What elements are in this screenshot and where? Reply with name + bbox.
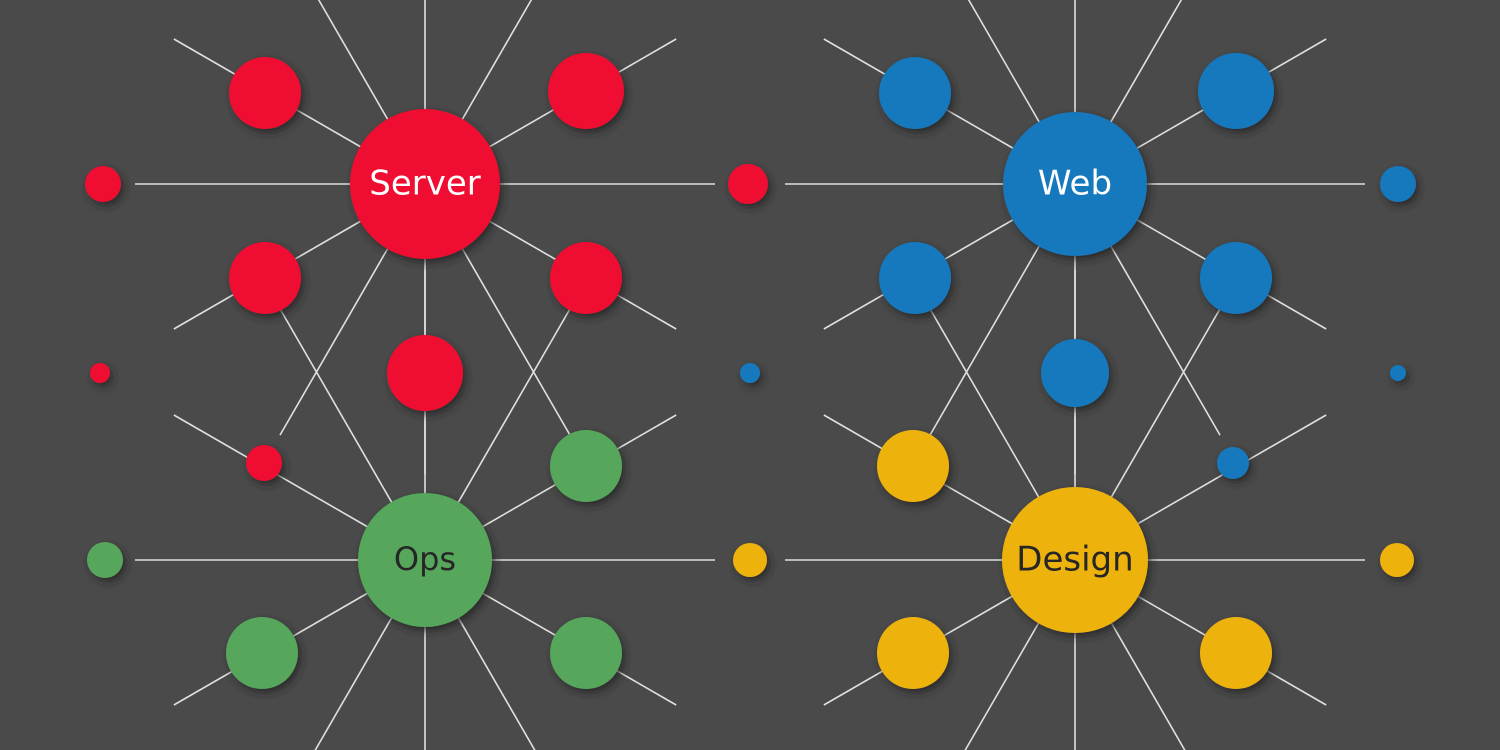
spoke-edge-web-4 xyxy=(929,244,1041,436)
satellite-node-web-3[interactable] xyxy=(1380,166,1416,202)
satellite-node-server-6[interactable] xyxy=(90,363,110,383)
satellite-node-server-5[interactable] xyxy=(550,242,622,314)
satellite-node-web-8[interactable] xyxy=(1217,447,1249,479)
satellite-node-web-5[interactable] xyxy=(1200,242,1272,314)
satellite-node-web-4[interactable] xyxy=(879,242,951,314)
spoke-edge-design-2 xyxy=(1109,621,1186,750)
hub-label-server: Server xyxy=(369,164,481,204)
satellite-node-web-1[interactable] xyxy=(1198,53,1274,129)
spoke-edge-server-4 xyxy=(279,246,390,436)
spoke-edge-server-10 xyxy=(460,0,533,122)
satellite-node-web-6[interactable] xyxy=(1390,365,1406,381)
satellite-node-design-1[interactable] xyxy=(733,543,767,577)
satellite-node-design-2[interactable] xyxy=(1380,543,1414,577)
satellite-node-design-3[interactable] xyxy=(877,617,949,689)
hub-node-server[interactable] xyxy=(350,109,500,259)
spoke-edge-server-8 xyxy=(317,0,390,122)
spoke-edge-server-2 xyxy=(460,246,571,436)
hub-node-design[interactable] xyxy=(1002,487,1148,633)
spoke-edge-design-8 xyxy=(929,308,1041,499)
satellite-node-server-4[interactable] xyxy=(229,242,301,314)
satellite-node-server-1[interactable] xyxy=(548,53,624,129)
satellite-node-server-3[interactable] xyxy=(728,164,768,204)
hub-label-ops: Ops xyxy=(394,540,456,578)
satellite-node-server-8[interactable] xyxy=(246,445,282,481)
satellite-node-web-7[interactable] xyxy=(1041,339,1109,407)
satellite-node-ops-2[interactable] xyxy=(226,617,298,689)
satellite-node-server-2[interactable] xyxy=(85,166,121,202)
satellite-node-design-0[interactable] xyxy=(877,430,949,502)
satellite-node-ops-3[interactable] xyxy=(550,617,622,689)
spoke-edge-design-4 xyxy=(964,621,1041,750)
spoke-edge-design-10 xyxy=(1109,308,1221,499)
satellite-node-design-4[interactable] xyxy=(1200,617,1272,689)
satellite-node-server-0[interactable] xyxy=(229,57,301,129)
hub-node-ops[interactable] xyxy=(358,493,492,627)
spoke-edge-ops-2 xyxy=(456,615,536,750)
hub-label-web: Web xyxy=(1038,164,1112,204)
satellite-node-server-7[interactable] xyxy=(387,335,463,411)
hub-label-design: Design xyxy=(1016,540,1133,580)
nodes-layer xyxy=(85,53,1416,689)
satellite-node-ops-1[interactable] xyxy=(87,542,123,578)
spoke-edge-web-2 xyxy=(1109,244,1221,436)
satellite-node-ops-0[interactable] xyxy=(550,430,622,502)
satellite-node-web-2[interactable] xyxy=(740,363,760,383)
spoke-edge-ops-10 xyxy=(456,308,571,505)
satellite-node-web-0[interactable] xyxy=(879,57,951,129)
spoke-edge-ops-4 xyxy=(314,615,394,750)
spoke-edge-web-8 xyxy=(967,0,1041,124)
spoke-edge-web-10 xyxy=(1109,0,1183,124)
spoke-edge-ops-8 xyxy=(279,308,394,505)
hub-node-web[interactable] xyxy=(1003,112,1147,256)
